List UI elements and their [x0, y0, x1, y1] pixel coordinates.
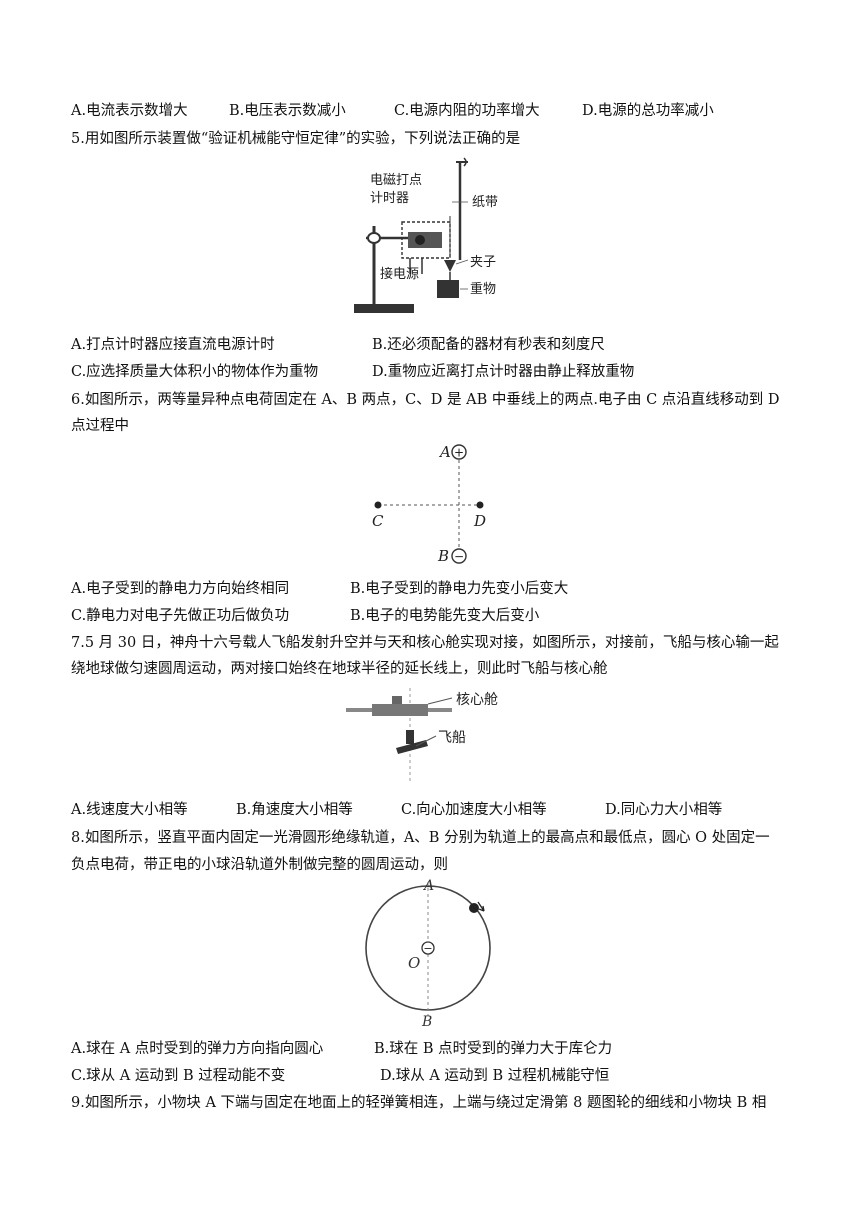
q8-stem-line-2: 负点电荷，带正电的小球沿轨道外制做完整的圆周运动，则	[71, 857, 448, 873]
q7-option-b: B.角速度大小相等	[236, 802, 353, 818]
q5-figure-apparatus: 电磁打点 计时器 纸带 夹子 接电源 重物	[354, 157, 498, 313]
q5-option-c: C.应选择质量大体积小的物体作为重物	[71, 364, 319, 380]
q6-label-c: C	[372, 512, 384, 530]
q4-option-d: D.电源的总功率减小	[582, 103, 714, 119]
q6-stem-line-1: 6.如图所示，两等量异种点电荷固定在 A、B 两点，C、D 是 AB 中垂线上的…	[71, 392, 780, 408]
q7-label-spacecraft: 飞船	[438, 730, 466, 746]
q6-minus-sign: −	[454, 550, 464, 564]
q8-option-b: B.球在 B 点时受到的弹力大于库仑力	[374, 1041, 613, 1057]
q7-label-core-module: 核心舱	[456, 692, 498, 708]
q8-stem-line-1: 8.如图所示，竖直平面内固定一光滑圆形绝缘轨道，A、B 分别为轨道上的最高点和最…	[71, 830, 770, 846]
q6-label-b: B	[437, 547, 449, 565]
q6-plus-sign: +	[454, 446, 464, 460]
q5-label-weight: 重物	[470, 281, 496, 297]
q7-figure-spacecraft: 核心舱 飞船	[346, 688, 498, 784]
q5-label-clip: 夹子	[470, 255, 496, 270]
q6-label-a: A	[438, 443, 451, 461]
q7-option-d: D.同心力大小相等	[605, 802, 723, 818]
q7-stem-line-2: 绕地球做匀速圆周运动，两对接口始终在地球半径的延长线上，则此时飞船与核心舱	[71, 661, 608, 677]
q7-option-a: A.线速度大小相等	[71, 802, 188, 818]
q5-label-timer-2: 计时器	[370, 191, 409, 206]
q8-figure-circular-track: − A B O	[365, 878, 491, 1028]
q6-option-d: B.电子的电势能先变大后变小	[350, 608, 540, 624]
q5-option-b: B.还必须配备的器材有秒表和刻度尺	[372, 337, 605, 353]
q8-label-b: B	[421, 1014, 432, 1028]
q4-option-b: B.电压表示数减小	[229, 103, 346, 119]
q6-option-a: A.电子受到的静电力方向始终相同	[71, 581, 290, 597]
q7-option-c: C.向心加速度大小相等	[401, 802, 547, 818]
q4-option-c: C.电源内阻的功率增大	[394, 103, 540, 119]
q5-option-d: D.重物应近离打点计时器由静止释放重物	[372, 364, 635, 380]
q6-option-b: B.电子受到的静电力先变小后变大	[350, 581, 569, 597]
q6-option-c: C.静电力对电子先做正功后做负功	[71, 608, 290, 624]
q5-label-power: 接电源	[380, 266, 419, 282]
q8-label-o: O	[408, 954, 420, 972]
q4-option-a: A.电流表示数增大	[71, 103, 188, 119]
q5-stem: 5.用如图所示装置做“验证机械能守恒定律”的实验，下列说法正确的是	[71, 131, 521, 147]
q6-label-d: D	[473, 512, 486, 530]
q6-figure-charges: + − A B C D	[372, 443, 486, 565]
q5-option-a: A.打点计时器应接直流电源计时	[71, 337, 275, 353]
q8-label-a: A	[422, 878, 434, 894]
q9-stem-line-1: 9.如图所示，小物块 A 下端与固定在地面上的轻弹簧相连，上端与绕过定滑第 8 …	[71, 1095, 767, 1111]
q8-minus-sign: −	[423, 942, 432, 955]
q6-stem-line-2: 点过程中	[71, 418, 129, 434]
q8-option-d: D.球从 A 运动到 B 过程机械能守恒	[380, 1068, 610, 1084]
q7-stem-line-1: 7.5 月 30 日，神舟十六号载人飞船发射升空并与天和核心舱实现对接，如图所示…	[71, 635, 779, 651]
q8-option-c: C.球从 A 运动到 B 过程动能不变	[71, 1068, 286, 1084]
q5-label-tape: 纸带	[472, 195, 498, 210]
q8-option-a: A.球在 A 点时受到的弹力方向指向圆心	[71, 1041, 324, 1057]
q5-label-timer-1: 电磁打点	[370, 173, 422, 188]
